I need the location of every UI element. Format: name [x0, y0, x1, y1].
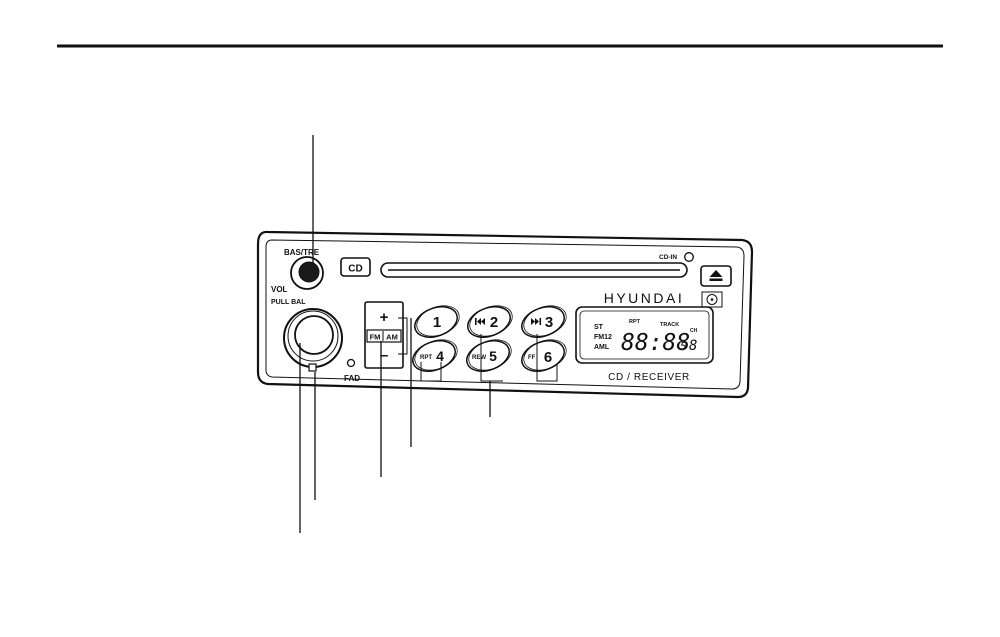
- display-digits: 88:88: [621, 330, 690, 356]
- button-pair-brackets: [420, 334, 558, 382]
- display-disc-label: CH: [690, 328, 698, 334]
- pull-balance-label: PULL BAL: [271, 299, 306, 306]
- model-label: CD / RECEIVER: [608, 372, 690, 383]
- bass-treble-knob[interactable]: [290, 256, 324, 290]
- display-st: ST: [594, 324, 604, 331]
- preset-button-4[interactable]: RPT 4: [409, 334, 462, 376]
- tune-up-label: +: [380, 309, 389, 326]
- bass-treble-label: BAS/TRE: [284, 248, 320, 257]
- cd-slot[interactable]: [380, 262, 688, 278]
- preset-6-number: 6: [544, 349, 552, 366]
- volume-knob[interactable]: [283, 308, 343, 372]
- display-aml: AML: [594, 344, 610, 351]
- lcd-display: ST FM12 AML RPT TRACK 88:88 5 CH 8: [575, 306, 714, 364]
- preset-4-number: 4: [436, 348, 444, 364]
- cd-in-label: CD-IN: [659, 254, 677, 261]
- cd-button-label: CD: [348, 264, 362, 275]
- display-track: TRACK: [660, 322, 679, 328]
- preset-button-6[interactable]: FF 6: [518, 334, 571, 376]
- preset-5-prefix: REW: [472, 355, 486, 361]
- cd-in-indicator: [684, 252, 694, 262]
- brand-logo: HYUNDAI: [604, 290, 685, 306]
- preset-3-number: 3: [545, 314, 553, 331]
- preset-button-1[interactable]: 1: [411, 300, 464, 342]
- eject-button[interactable]: [700, 265, 732, 287]
- preset-6-prefix: FF: [528, 355, 536, 361]
- am-label: AM: [386, 333, 398, 342]
- preset-5-number: 5: [489, 348, 497, 364]
- preset-button-2[interactable]: 2: [464, 300, 517, 342]
- preset-1-number: 1: [433, 314, 441, 331]
- display-fm12: FM12: [594, 334, 612, 341]
- cd-button[interactable]: CD: [340, 257, 371, 277]
- preset-button-3[interactable]: 3: [518, 300, 571, 342]
- preset-2-number: 2: [490, 314, 498, 331]
- fader-control[interactable]: [346, 358, 356, 368]
- fader-label: FAD: [344, 374, 360, 383]
- eject-icon: [709, 270, 723, 281]
- previous-track-icon: [475, 318, 485, 325]
- band-bracket: [398, 317, 408, 355]
- band-button[interactable]: FM AM: [366, 329, 402, 343]
- preset-button-5[interactable]: REW 5: [463, 334, 516, 376]
- compact-disc-logo: [701, 291, 723, 308]
- volume-label: VOL: [271, 285, 288, 294]
- display-small-digit: 5: [680, 340, 687, 353]
- display-disc-digit: 8: [689, 338, 697, 354]
- tune-down-label: –: [380, 347, 388, 364]
- fm-label: FM: [370, 333, 381, 342]
- tune-up-button[interactable]: +: [380, 309, 389, 326]
- display-rpt: RPT: [629, 319, 641, 325]
- tune-down-button[interactable]: –: [380, 347, 388, 364]
- preset-4-prefix: RPT: [420, 355, 432, 361]
- callout-lines: [299, 135, 491, 533]
- next-track-icon: [531, 318, 542, 325]
